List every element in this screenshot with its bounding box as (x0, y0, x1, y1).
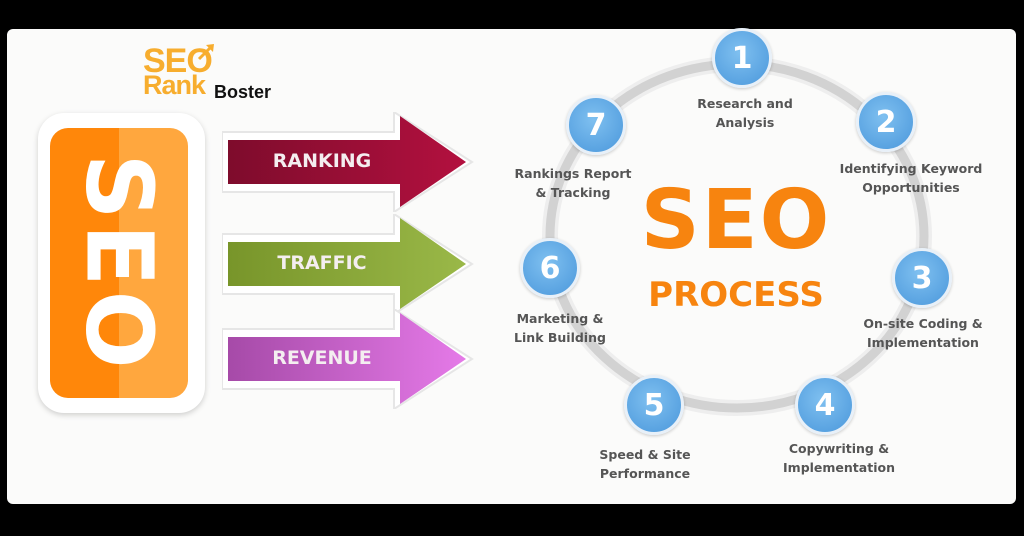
logo-rank-text: Rank (143, 70, 206, 100)
step-4-line2: Implementation (783, 460, 895, 475)
step-2-line2: Opportunities (862, 180, 960, 195)
step-2-line1: Identifying Keyword (839, 161, 983, 176)
step-7-label: Rankings Report & Tracking (515, 164, 632, 202)
step-6-line2: Link Building (514, 330, 606, 345)
step-3-badge: 3 (892, 248, 952, 308)
arrow-ranking-shape (221, 110, 474, 214)
arrow-ranking: RANKING (221, 110, 474, 214)
arrow-revenue-shape (221, 307, 474, 411)
step-4-badge: 4 (795, 375, 855, 435)
step-3-line1: On-site Coding & (863, 316, 983, 331)
logo-arrow-icon (197, 44, 214, 61)
step-5-badge: 5 (624, 375, 684, 435)
step-4-line1: Copywriting & (788, 441, 890, 456)
step-5-line2: Performance (599, 466, 691, 481)
step-1-line2: Analysis (715, 115, 775, 130)
step-3-line2: Implementation (867, 335, 979, 350)
process-title: SEO (640, 173, 832, 268)
arrow-revenue-label: REVENUE (272, 347, 372, 369)
arrow-ranking-label: RANKING (272, 150, 372, 172)
step-5-line1: Speed & Site (599, 447, 691, 462)
logo-seo-text: SEO (143, 42, 213, 80)
arrow-revenue: REVENUE (221, 307, 474, 411)
step-7-line1: Rankings Report (514, 166, 632, 181)
step-1-badge: 1 (712, 28, 772, 88)
step-7-line2: & Tracking (535, 185, 611, 200)
step-2-badge: 2 (856, 92, 916, 152)
arrow-traffic-label: TRAFFIC (277, 252, 367, 274)
step-3-label: On-site Coding & Implementation (863, 314, 982, 352)
step-1-line1: Research and (697, 96, 793, 111)
step-7-badge: 7 (566, 95, 626, 155)
arrow-traffic: TRAFFIC (221, 212, 474, 316)
logo-brand-text: Boster (214, 82, 272, 102)
process-subtitle: PROCESS (648, 275, 824, 315)
step-4-label: Copywriting & Implementation (783, 439, 895, 477)
step-6-line1: Marketing & (516, 311, 604, 326)
step-6-label: Marketing & Link Building (514, 309, 606, 347)
seo-block: SEO (50, 128, 188, 398)
arrow-traffic-shape (221, 212, 474, 316)
step-6-badge: 6 (520, 238, 580, 298)
